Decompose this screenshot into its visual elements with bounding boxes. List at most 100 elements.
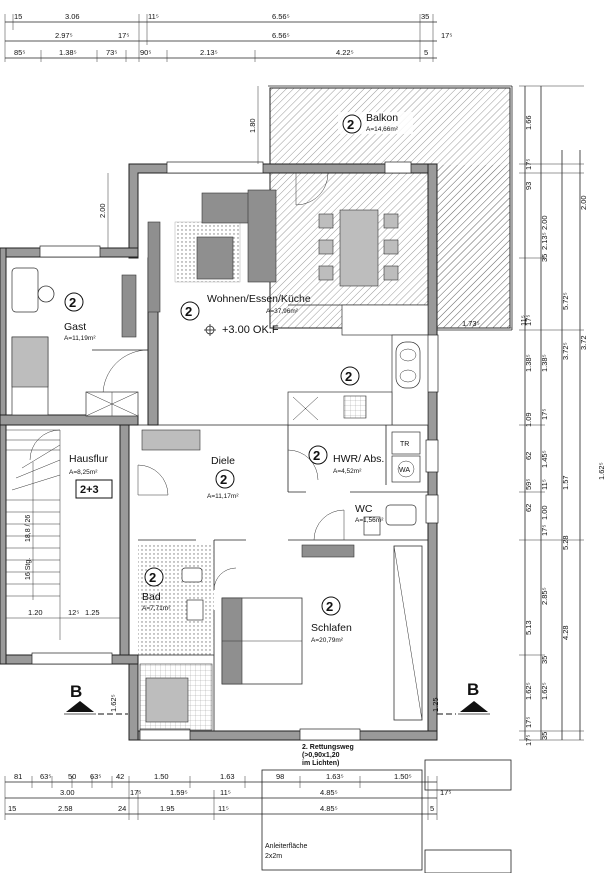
- dim-right-24: 35: [540, 656, 549, 664]
- dim-bottom-17: 15: [8, 804, 16, 813]
- dim-top-4: 6.56⁵: [272, 12, 290, 21]
- bedroom-furniture: [221, 545, 423, 721]
- schlafen-area: A=20,79m²: [311, 637, 344, 644]
- gast-area: A=11,19m²: [64, 335, 96, 342]
- dim-right-19: 1.45⁵: [540, 450, 549, 468]
- dim-right-4: 17⁵: [524, 315, 533, 326]
- appliance-tr: TR: [400, 441, 409, 448]
- dim-top-12: 73⁵: [106, 48, 117, 57]
- dim-bottom-10: 1.50⁵: [394, 772, 412, 781]
- dim-right-12: 17⁵: [524, 717, 533, 728]
- diele-area: A=11,17m²: [207, 493, 239, 500]
- dim-bottom-5: 42: [116, 772, 124, 781]
- dim-top-2: 3.06: [65, 12, 80, 21]
- dim-inner-9: 1.25: [431, 697, 440, 712]
- dim-right-1: 1.66: [524, 115, 533, 130]
- bad-number: 2: [149, 570, 156, 585]
- dim-right-28: 3.72⁵: [561, 342, 570, 360]
- gast-name: Gast: [64, 321, 86, 333]
- ladder-line-2: 2x2m: [265, 853, 282, 860]
- dim-bottom-21: 11⁵: [218, 804, 229, 813]
- section-marker-right: B: [437, 680, 490, 715]
- escape-line-3: im Lichten): [302, 760, 339, 767]
- schlafen-number: 2: [326, 599, 333, 614]
- dim-right-8: 59⁵: [524, 479, 533, 490]
- dim-bottom-4: 63⁵: [90, 772, 101, 781]
- wohnen-name: Wohnen/Essen/Küche: [207, 293, 311, 305]
- dim-top-16: 5: [424, 48, 428, 57]
- escape-route-note: 2. Rettungsweg (>0,90x1,20 im Lichten): [302, 744, 354, 767]
- dim-right-20: 11⁵: [540, 479, 549, 490]
- room-hwr: 2 HWR/ Abs. A=4,52m²: [308, 445, 384, 475]
- room-diele: Diele 2 A=11,17m²: [207, 455, 239, 500]
- dim-right-33: 3.72: [579, 335, 588, 350]
- bad-name: Bad: [142, 591, 161, 603]
- dim-bottom-20: 1.95: [160, 804, 175, 813]
- dim-bottom-3: 50: [68, 772, 76, 781]
- dim-right-34: 1.62⁵: [597, 462, 606, 480]
- dim-bottom-1: 81: [14, 772, 22, 781]
- dim-top-3: 11⁵: [148, 12, 159, 21]
- dim-bottom-11: 3.00: [60, 788, 75, 797]
- dim-right-29: 1.57: [561, 475, 570, 490]
- bad-area: A=7,71m²: [142, 605, 171, 612]
- hausflur-number: 2+3: [80, 484, 99, 496]
- hausflur-area: A=8,25m²: [69, 469, 98, 476]
- hwr-name: HWR/ Abs.: [333, 453, 384, 465]
- dim-right-21: 1.00: [540, 505, 549, 520]
- dim-inner-6: 12⁵: [68, 608, 79, 617]
- dim-right-18: 17⁵: [540, 409, 549, 420]
- dim-top-14: 2.13⁵: [200, 48, 218, 57]
- dim-bottom-19: 24: [118, 804, 126, 813]
- dim-top-5: 35: [421, 12, 429, 21]
- room-extra: 2: [340, 366, 360, 386]
- diele-number: 2: [220, 472, 227, 487]
- dim-bottom-12: 17⁵: [130, 788, 141, 797]
- room-wohnen: 2 Wohnen/Essen/Küche A=37,96m² +3.00 OK.…: [180, 293, 311, 336]
- dim-right-7: 62: [524, 452, 533, 460]
- dim-inner-5: 1.20: [28, 608, 43, 617]
- dimension-chain-right: 1.66 17⁵ 93 17⁵ 1.38⁵ 1.09 62 59⁵ 62 5.1…: [519, 85, 606, 746]
- section-marker-left: B: [64, 682, 128, 715]
- room-wc: WC A=1,56m²: [355, 503, 384, 524]
- dim-right-31: 4.28: [561, 625, 570, 640]
- dim-top-13: 90⁵: [140, 48, 151, 57]
- dimension-chain-bottom: 81 63⁵ 50 63⁵ 42 1.50 1.63 98 1.63⁵ 1.50…: [4, 772, 451, 820]
- room-gast: 2 Gast A=11,19m²: [64, 292, 96, 342]
- dim-bottom-15: 4.85⁵: [320, 788, 338, 797]
- wc-area: A=1,56m²: [355, 517, 384, 524]
- wohnen-area: A=37,96m²: [266, 308, 299, 315]
- dim-top-1: 15: [14, 12, 22, 21]
- escape-line-1: 2. Rettungsweg: [302, 744, 354, 751]
- hwr-area: A=4,52m²: [333, 468, 362, 475]
- dim-right-30: 5.28: [561, 535, 570, 550]
- wc-name: WC: [355, 503, 373, 515]
- dimension-chain-top: 15 3.06 11⁵ 6.56⁵ 35 2.97⁵ 17⁵ 6.56⁵ 17⁵…: [4, 12, 452, 62]
- dim-right-16: 35: [540, 254, 549, 262]
- dim-right-14: 2.00: [540, 215, 549, 230]
- hwr-number: 2: [313, 448, 320, 463]
- extra-number: 2: [345, 369, 352, 384]
- dim-right-23: 2.85⁵: [540, 587, 549, 605]
- escape-line-2: (>0,90x1,20: [302, 752, 340, 759]
- ladder-area: Anleiterfläche 2x2m: [261, 759, 512, 873]
- dim-bottom-9: 1.63⁵: [326, 772, 344, 781]
- balkon-area: A=14,66m²: [366, 126, 399, 133]
- room-hausflur: Hausflur A=8,25m² 2+3: [69, 453, 113, 499]
- dim-top-10: 85⁵: [14, 48, 25, 57]
- dim-right-6: 1.09: [524, 412, 533, 427]
- dim-inner-7: 1.25: [85, 608, 100, 617]
- dim-bottom-8: 98: [276, 772, 284, 781]
- dim-right-17: 1.38⁵: [540, 354, 549, 372]
- hausflur-name: Hausflur: [69, 453, 109, 465]
- dim-top-6: 2.97⁵: [55, 31, 73, 40]
- gast-number: 2: [69, 295, 76, 310]
- dim-bottom-23: 5: [430, 804, 434, 813]
- dim-top-8: 6.56⁵: [272, 31, 290, 40]
- dim-top-11: 1.38⁵: [59, 48, 77, 57]
- dim-bottom-18: 2.58: [58, 804, 73, 813]
- dim-right-11: 1.62⁵: [524, 682, 533, 700]
- dim-right-26: 35: [540, 732, 549, 740]
- level-marker: +3.00 OK.F: [222, 324, 279, 336]
- balkon-number: 2: [347, 117, 354, 132]
